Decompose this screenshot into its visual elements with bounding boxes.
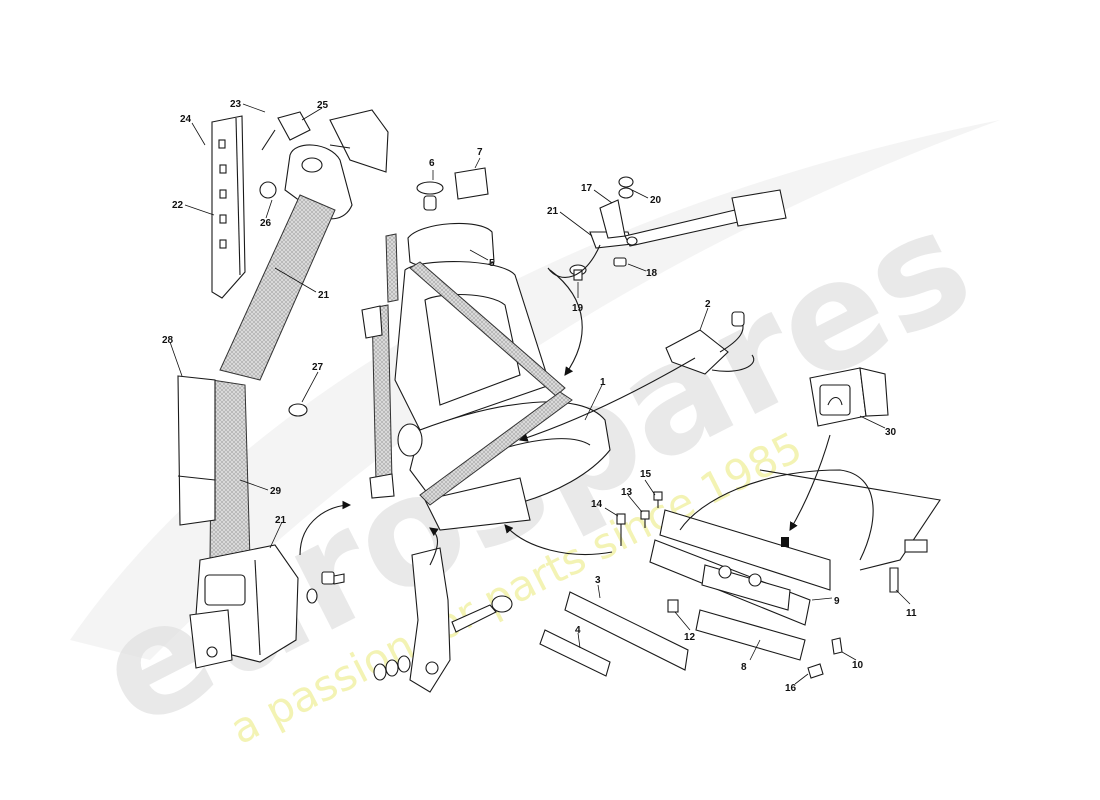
heater-module (665, 311, 755, 375)
callout-17: 17 (581, 183, 593, 194)
callout-2: 2 (705, 299, 711, 310)
buckle-assembly (547, 176, 787, 281)
callout-12: 12 (684, 632, 696, 643)
retractor (189, 544, 299, 669)
callout-29: 28 (162, 335, 174, 346)
callout-31: 30 (885, 427, 897, 438)
leader-lines (169, 103, 911, 685)
callout-11: 11 (906, 608, 917, 619)
headrest-clip (416, 181, 444, 211)
callout-1: 1 (600, 377, 606, 388)
callout-16: 16 (785, 683, 797, 694)
washer (288, 403, 308, 417)
callout-21-buckle: 21 (547, 206, 559, 217)
callout-27: 26 (260, 218, 272, 229)
inner-belt (361, 233, 399, 499)
callout-3: 3 (595, 575, 601, 586)
lower-anchor (373, 547, 513, 693)
callout-18: 18 (646, 268, 658, 279)
callout-19: 19 (572, 303, 584, 314)
floor-marker (781, 537, 789, 547)
callout-8: 8 (741, 662, 747, 673)
trim-strip-lower (539, 629, 611, 677)
belt-webbing-upper (219, 194, 336, 381)
callout-9: 9 (834, 596, 840, 607)
callout-30: 29 (270, 486, 282, 497)
watermark-swoosh (70, 120, 1000, 660)
assembly-arrows (299, 269, 831, 566)
seat-switch (809, 367, 889, 427)
callout-6: 6 (429, 158, 435, 169)
seat-frame (649, 469, 941, 661)
callout-14: 14 (591, 499, 603, 510)
callout-24: 23 (230, 99, 242, 110)
label-card (454, 167, 489, 200)
callout-5: 5 (489, 258, 495, 269)
small-bolts (616, 491, 899, 679)
belt-cover (177, 375, 216, 526)
callout-10: 10 (852, 660, 864, 671)
callout-20: 20 (650, 195, 662, 206)
callout-23: 21 (318, 290, 330, 301)
callout-25: 24 (180, 114, 192, 125)
upper-anchor (259, 109, 389, 220)
callout-21-retractor: 21 (275, 515, 287, 526)
callout-26: 25 (317, 100, 329, 111)
mounting-bracket (211, 115, 246, 299)
seat (394, 222, 611, 531)
callout-7: 7 (477, 147, 483, 158)
retractor-bolt (306, 571, 345, 604)
callout-28: 27 (312, 362, 324, 373)
callout-13: 13 (621, 487, 633, 498)
callout-15: 15 (640, 469, 652, 480)
callout-22: 22 (172, 200, 184, 211)
callout-4: 4 (575, 625, 581, 636)
belt-webbing-lower (209, 379, 251, 561)
callout-labels: 23 24 25 22 26 21 6 7 5 17 20 21 19 18 2… (162, 99, 917, 694)
trim-strip-upper (564, 591, 689, 671)
